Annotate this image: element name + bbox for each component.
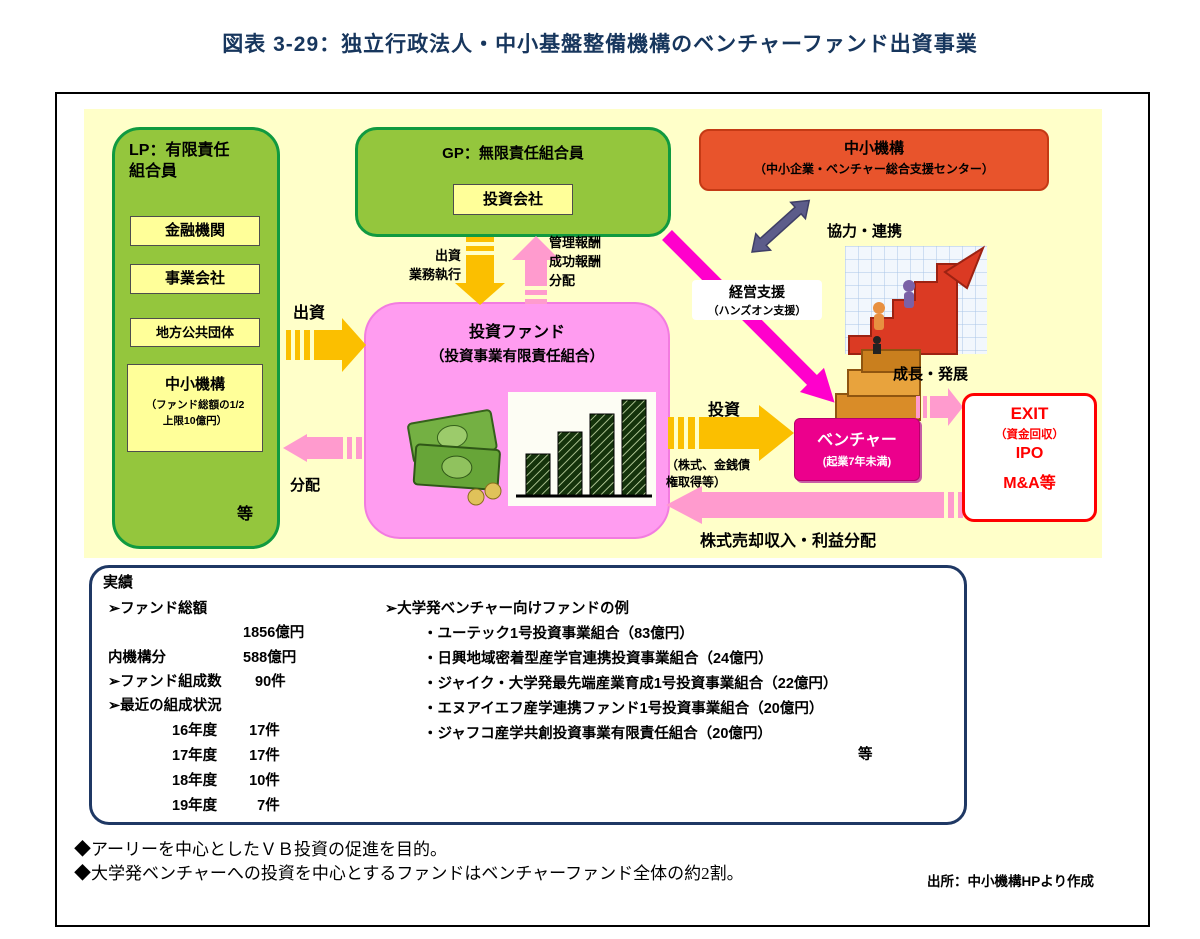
lp-sme-note: （ファンド総額の1/2 上限10億円） (145, 399, 245, 427)
contribution-label: 出資 (293, 305, 326, 322)
fund-count-label: ➢ファンド組成数 (108, 674, 222, 690)
growth-label: 成長・発展 (893, 366, 969, 383)
gp-box: GP：無限責任組合員 投資会社 (355, 127, 671, 237)
lp-etc-label: 等 (237, 506, 254, 523)
exit-ipo: IPO (1015, 445, 1044, 462)
university-fund-item: ・日興地域密着型産学官連携投資事業組合（24億円） (423, 651, 773, 667)
sme-organization-box: 中小機構 （中小企業・ベンチャー総合支援センター） (699, 129, 1049, 191)
fund-sub: （投資事業有限責任組合） (430, 349, 604, 365)
cooperation-label: 協力・連携 (827, 223, 903, 240)
distribution-label: 分配 (290, 477, 321, 494)
fund-total-label: ➢ファンド総額 (108, 601, 208, 617)
university-fund-item: ・エヌアイエフ産学連携ファンド1号投資事業組合（20億円） (423, 701, 824, 717)
management-support-label-sub: （ハンズオン支援） (707, 305, 807, 317)
year-label: 17年度 (172, 748, 218, 764)
kiko-share-value: 588億円 (243, 650, 297, 666)
year-count: 17件 (249, 748, 280, 764)
year-count: 7件 (257, 798, 280, 814)
gp-execution-label: 出資 業務執行 (408, 248, 461, 282)
lp-item-business-companies: 事業会社 (130, 264, 260, 294)
venture-box: ベンチャー (起業7年未満) (794, 418, 920, 481)
year-row: 19年度 7件 (172, 794, 280, 815)
kiko-share-label: 内機構分 (108, 650, 166, 666)
fund-name: 投資ファンド (468, 324, 565, 341)
venture-name: ベンチャー (817, 432, 897, 449)
university-fund-item: ・ジャフコ産学共創投資事業有限責任組合（20億円） (423, 726, 772, 742)
year-label: 18年度 (172, 773, 218, 789)
lp-item-sme-organization: 中小機構 （ファンド総額の1/2 上限10億円） (127, 364, 263, 452)
lp-sme-name: 中小機構 (164, 376, 225, 393)
university-fund-item: ・ジャイク・大学発最先端産業育成1号投資事業組合（22億円） (423, 676, 838, 692)
management-support-label-main: 経営支援 (729, 284, 785, 300)
year-count: 17件 (249, 723, 280, 739)
lp-item-local-governments: 地方公共団体 (130, 318, 260, 347)
lp-title: LP：有限責任 組合員 (129, 142, 230, 180)
note-purpose: ◆アーリーを中心としたＶＢ投資の促進を目的。 (74, 840, 447, 859)
year-label: 19年度 (172, 798, 218, 814)
management-support-label: 経営支援 （ハンズオン支援） (692, 280, 822, 320)
results-box (89, 565, 967, 825)
university-funds-heading: ➢大学発ベンチャー向けファンドの例 (385, 601, 630, 617)
exit-ma: M&A等 (1003, 475, 1056, 492)
results-heading: 実績 (103, 574, 134, 591)
year-row: 17年度 17件 (172, 744, 280, 765)
year-count: 10件 (249, 773, 280, 789)
lp-item-financial-institutions: 金融機関 (130, 216, 260, 246)
sme-organization-sub: （中小企業・ベンチャー総合支援センター） (754, 162, 994, 176)
exit-box: EXIT （資金回収） IPO M&A等 (962, 393, 1097, 522)
gp-title: GP：無限責任組合員 (442, 145, 584, 162)
year-row: 18年度 10件 (172, 769, 280, 790)
venture-sub: (起業7年未満) (822, 456, 892, 468)
year-label: 16年度 (172, 723, 218, 739)
exit-title: EXIT (1010, 404, 1049, 423)
fund-total-value: 1856億円 (243, 625, 305, 641)
lp-box: LP：有限責任 組合員 金融機関 事業会社 地方公共団体 中小機構 （ファンド総… (112, 127, 280, 549)
university-funds-etc: 等 (858, 747, 873, 763)
investment-sub-label: （株式、金銭債 権取得等） (666, 458, 751, 489)
sale-proceeds-label: 株式売却収入・利益分配 (700, 533, 877, 550)
year-row: 16年度 17件 (172, 719, 280, 740)
note-share: ◆大学発ベンチャーへの投資を中心とするファンドはベンチャーファンド全体の約2割。 (74, 864, 744, 883)
university-fund-item: ・ユーテック1号投資事業組合（83億円） (423, 626, 694, 642)
fund-count-value: 90件 (255, 674, 286, 690)
fees-label: 管理報酬 成功報酬 分配 (549, 235, 602, 288)
investment-fund-box: 投資ファンド （投資事業有限責任組合） (364, 302, 670, 539)
figure-title: 図表 3-29：独立行政法人・中小基盤整備機構のベンチャーファンド出資事業 (222, 33, 978, 56)
gp-investment-company: 投資会社 (453, 184, 573, 215)
source-attribution: 出所：中小機構HPより作成 (927, 874, 1094, 889)
investment-label: 投資 (708, 402, 741, 419)
sme-organization-name: 中小機構 (843, 140, 904, 157)
exit-sub: （資金回収） (995, 429, 1064, 441)
recent-label: ➢最近の組成状況 (108, 698, 222, 714)
